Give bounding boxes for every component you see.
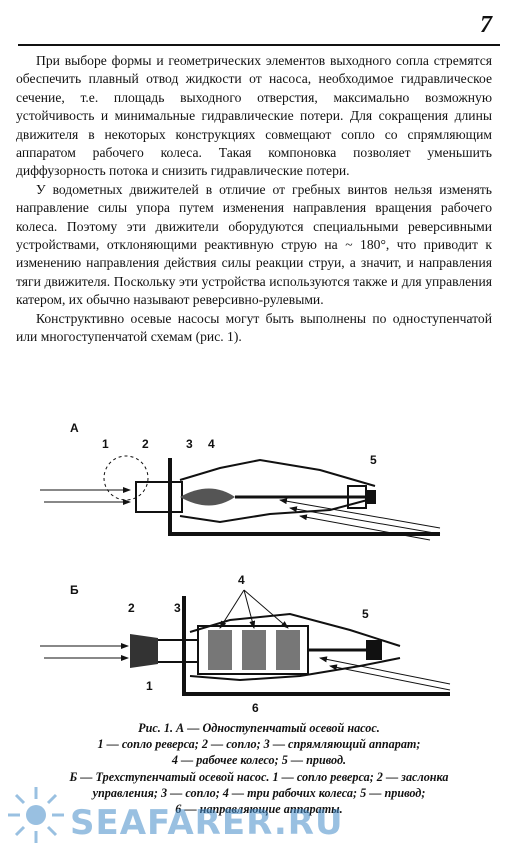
diagram-b-impeller-1: [208, 630, 232, 670]
diagram-b-label-5: 5: [362, 607, 369, 621]
figure-caption: Рис. 1. А — Одноступенчатый осевой насос…: [8, 720, 510, 817]
diagram-b-duct-bottom: [189, 657, 401, 682]
diagram-b-inflow-1: [319, 656, 451, 685]
page-number: 7: [480, 12, 492, 38]
diagram-b-drive: [366, 640, 382, 660]
diagram-a-duct-bottom: [179, 497, 376, 524]
diagram-b-nozzle-body: [158, 639, 199, 663]
diagram-b: Б 2 3 4: [40, 573, 451, 714]
caption-line-2: 1 — сопло реверса; 2 — сопло; 3 — спрямл…: [97, 737, 421, 752]
diagram-a: А 1 2 3 4 5: [40, 421, 441, 541]
diagram-b-label-3: 3: [174, 601, 181, 615]
diagram-a-inflow-1: [279, 498, 441, 529]
diagram-b-leader-4b: [243, 589, 256, 629]
diagram-b-label-4: 4: [238, 573, 245, 587]
diagram-a-duct-top: [179, 458, 376, 487]
diagram-b-label-1: 1: [146, 679, 153, 693]
caption-line-1: Рис. 1. А — Одноступенчатый осевой насос…: [138, 721, 380, 735]
diagram-b-label-6: 6: [252, 701, 259, 714]
diagram-a-reverse-nozzle: [103, 455, 149, 501]
diagram-b-leader-4a: [219, 589, 245, 629]
diagram-b-impeller-2: [242, 630, 266, 670]
paragraph-1: При выборе формы и геометрических элемен…: [16, 53, 492, 179]
diagram-b-label-2: 2: [128, 601, 135, 615]
watermark-text: SEAFARER.RU: [70, 803, 344, 843]
paragraph-3: Конструктивно осевые насосы могут быть в…: [16, 310, 492, 345]
diagram-a-label-4: 4: [208, 437, 215, 451]
diagram-a-label-2: 2: [142, 437, 149, 451]
diagram-a-inflow-2: [289, 506, 441, 535]
diagram-a-label-3: 3: [186, 437, 193, 451]
diagram-a-hub: [180, 488, 235, 506]
diagram-a-inflow-3: [299, 514, 431, 541]
diagram-b-nozzle: [130, 634, 158, 668]
diagram-b-duct-top: [189, 612, 401, 647]
diagram-b-impeller-3: [276, 630, 300, 670]
pump-figure: А 1 2 3 4 5: [30, 418, 490, 714]
diagram-a-label-5: 5: [370, 453, 377, 467]
diagram-a-nozzle: [135, 481, 183, 513]
body-text: При выборе формы и геометрических элемен…: [16, 52, 492, 347]
caption-line-3: 4 — рабочее колесо; 5 — привод.: [171, 753, 347, 768]
diagram-a-drive-cap: [366, 490, 376, 504]
caption-line-6: 6 — направляющие аппараты.: [175, 802, 343, 817]
header-rule: [18, 44, 500, 46]
pump-diagrams-svg: А 1 2 3 4 5: [40, 421, 451, 714]
watermark: SEAFARER.RU: [0, 783, 518, 853]
diagram-b-inflow-2: [329, 664, 451, 691]
diagram-b-letter: Б: [70, 583, 79, 597]
diagram-a-letter: А: [70, 421, 79, 435]
sun-logo-icon: [8, 787, 64, 843]
paragraph-2: У водометных движителей в отличие от гре…: [16, 181, 492, 308]
caption-line-5: управления; 3 — сопло; 4 — три рабочих к…: [92, 785, 426, 800]
caption-line-4: Б — Трехступенчатый осевой насос. 1 — со…: [69, 769, 449, 784]
diagram-a-label-1: 1: [102, 437, 109, 451]
diagram-b-leader-4c: [243, 589, 289, 629]
